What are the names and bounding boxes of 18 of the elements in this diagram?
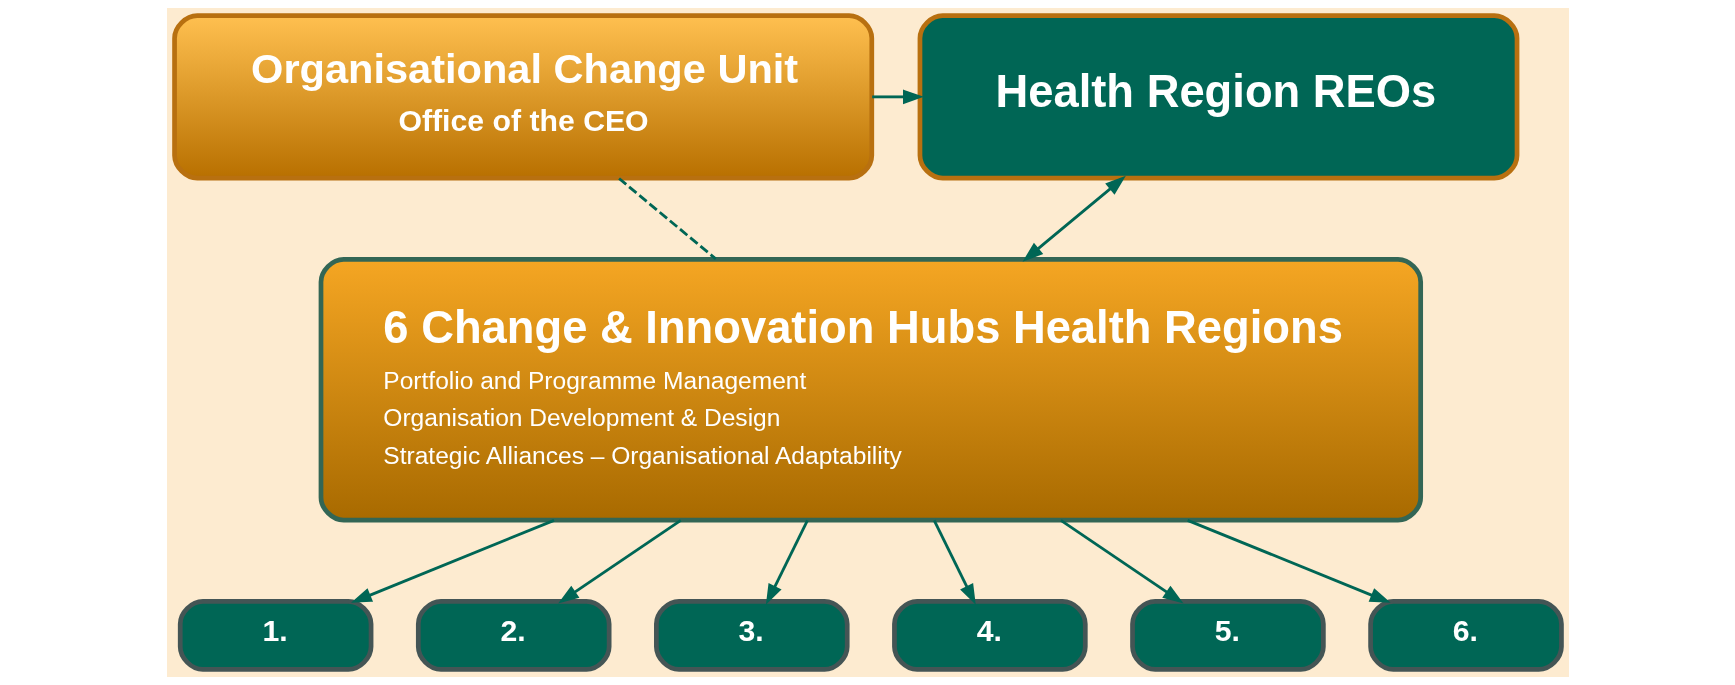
arrow <box>765 519 809 605</box>
arrow <box>1022 175 1126 262</box>
node-box: 6. <box>1367 599 1564 672</box>
arrow <box>1186 519 1391 603</box>
arrow <box>1059 519 1184 604</box>
node-box: Organisational Change Unit Office of the CEO <box>171 13 874 181</box>
connector <box>617 177 717 260</box>
arrow <box>932 519 976 605</box>
node-box: 6 Change & Innovation Hubs Health Regions Portfolio and Programme Management Organisation Development & Design Strategic Alliances – Organisational Adaptability <box>318 257 1423 523</box>
arrow <box>350 519 555 603</box>
node-box: 1. <box>177 599 373 672</box>
node-box: 3. <box>653 599 850 672</box>
node-box: 4. <box>891 599 1088 672</box>
arrow <box>871 89 924 105</box>
node-box: 5. <box>1129 599 1326 672</box>
arrow <box>557 519 682 604</box>
node-box: 2. <box>415 599 611 672</box>
node-box: Health Region REOs <box>917 13 1519 181</box>
